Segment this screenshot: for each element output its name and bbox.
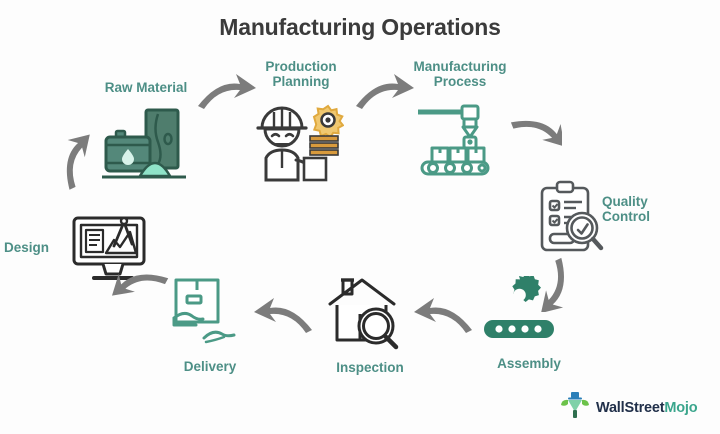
node-label-inspection: Inspection	[336, 360, 404, 375]
arrow-raw-to-planning	[196, 72, 258, 117]
page-title: Manufacturing Operations	[219, 14, 501, 40]
wallstreetmojo-logo: WallStreetMojo	[560, 390, 698, 425]
node-label-delivery: Delivery	[183, 359, 237, 374]
node-label-design: Design	[4, 240, 50, 255]
clipboard-magnifier-check-icon	[536, 180, 608, 263]
arrow-delivery-to-design	[111, 262, 170, 323]
node-label-quality-control: Quality Control	[602, 194, 650, 224]
node-label-raw-material: Raw Material	[104, 80, 188, 95]
arrow-inspection-to-delivery	[252, 296, 314, 341]
worker-hardhat-gear-icon	[252, 98, 345, 191]
package-hand-icon	[166, 276, 248, 353]
logo-text-secondary: Mojo	[664, 399, 698, 416]
node-label-assembly: Assembly	[497, 356, 561, 371]
monitor-cad-compass-icon	[70, 214, 150, 291]
node-label-manufacturing-process: Manufacturing Process	[413, 59, 507, 89]
arrow-planning-to-process	[354, 72, 416, 117]
oil-barrel-wood-sand-icon	[100, 104, 190, 191]
arrow-design-to-raw-material	[58, 134, 112, 201]
arrow-assembly-to-inspection	[412, 296, 474, 341]
house-magnifier-icon	[324, 274, 404, 355]
gear-conveyor-icon	[482, 274, 556, 347]
robotic-arm-conveyor-icon	[416, 104, 494, 183]
logo-text-primary: WallStreet	[596, 399, 665, 416]
node-label-production-planning: Production Planning	[265, 59, 337, 89]
arrow-quality-to-assembly	[520, 254, 576, 317]
arrow-process-to-quality	[508, 108, 565, 169]
wallstreetmojo-bull-icon	[560, 390, 590, 425]
